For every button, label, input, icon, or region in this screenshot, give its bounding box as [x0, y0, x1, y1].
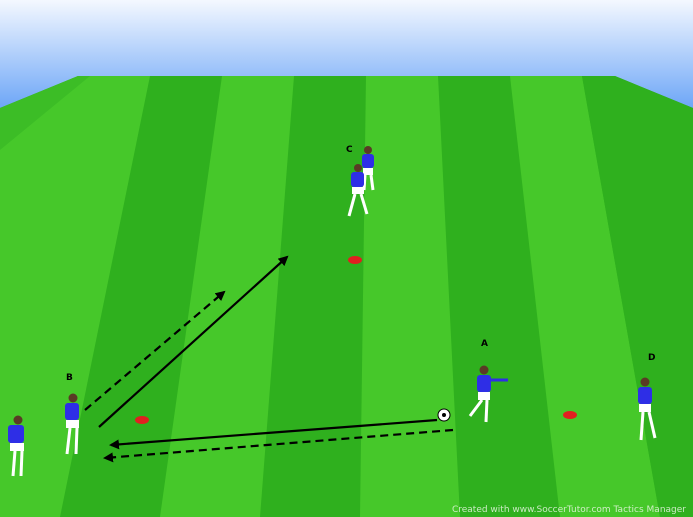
- soccer-ball: [438, 409, 450, 421]
- label-d: D: [648, 353, 655, 363]
- cone: [135, 416, 149, 424]
- label-c: C: [346, 145, 353, 155]
- credit-text: Created with www.SoccerTutor.com Tactics…: [452, 505, 686, 515]
- label-a: A: [481, 339, 488, 349]
- cone: [348, 256, 362, 264]
- cone: [563, 411, 577, 419]
- label-b: B: [66, 373, 73, 383]
